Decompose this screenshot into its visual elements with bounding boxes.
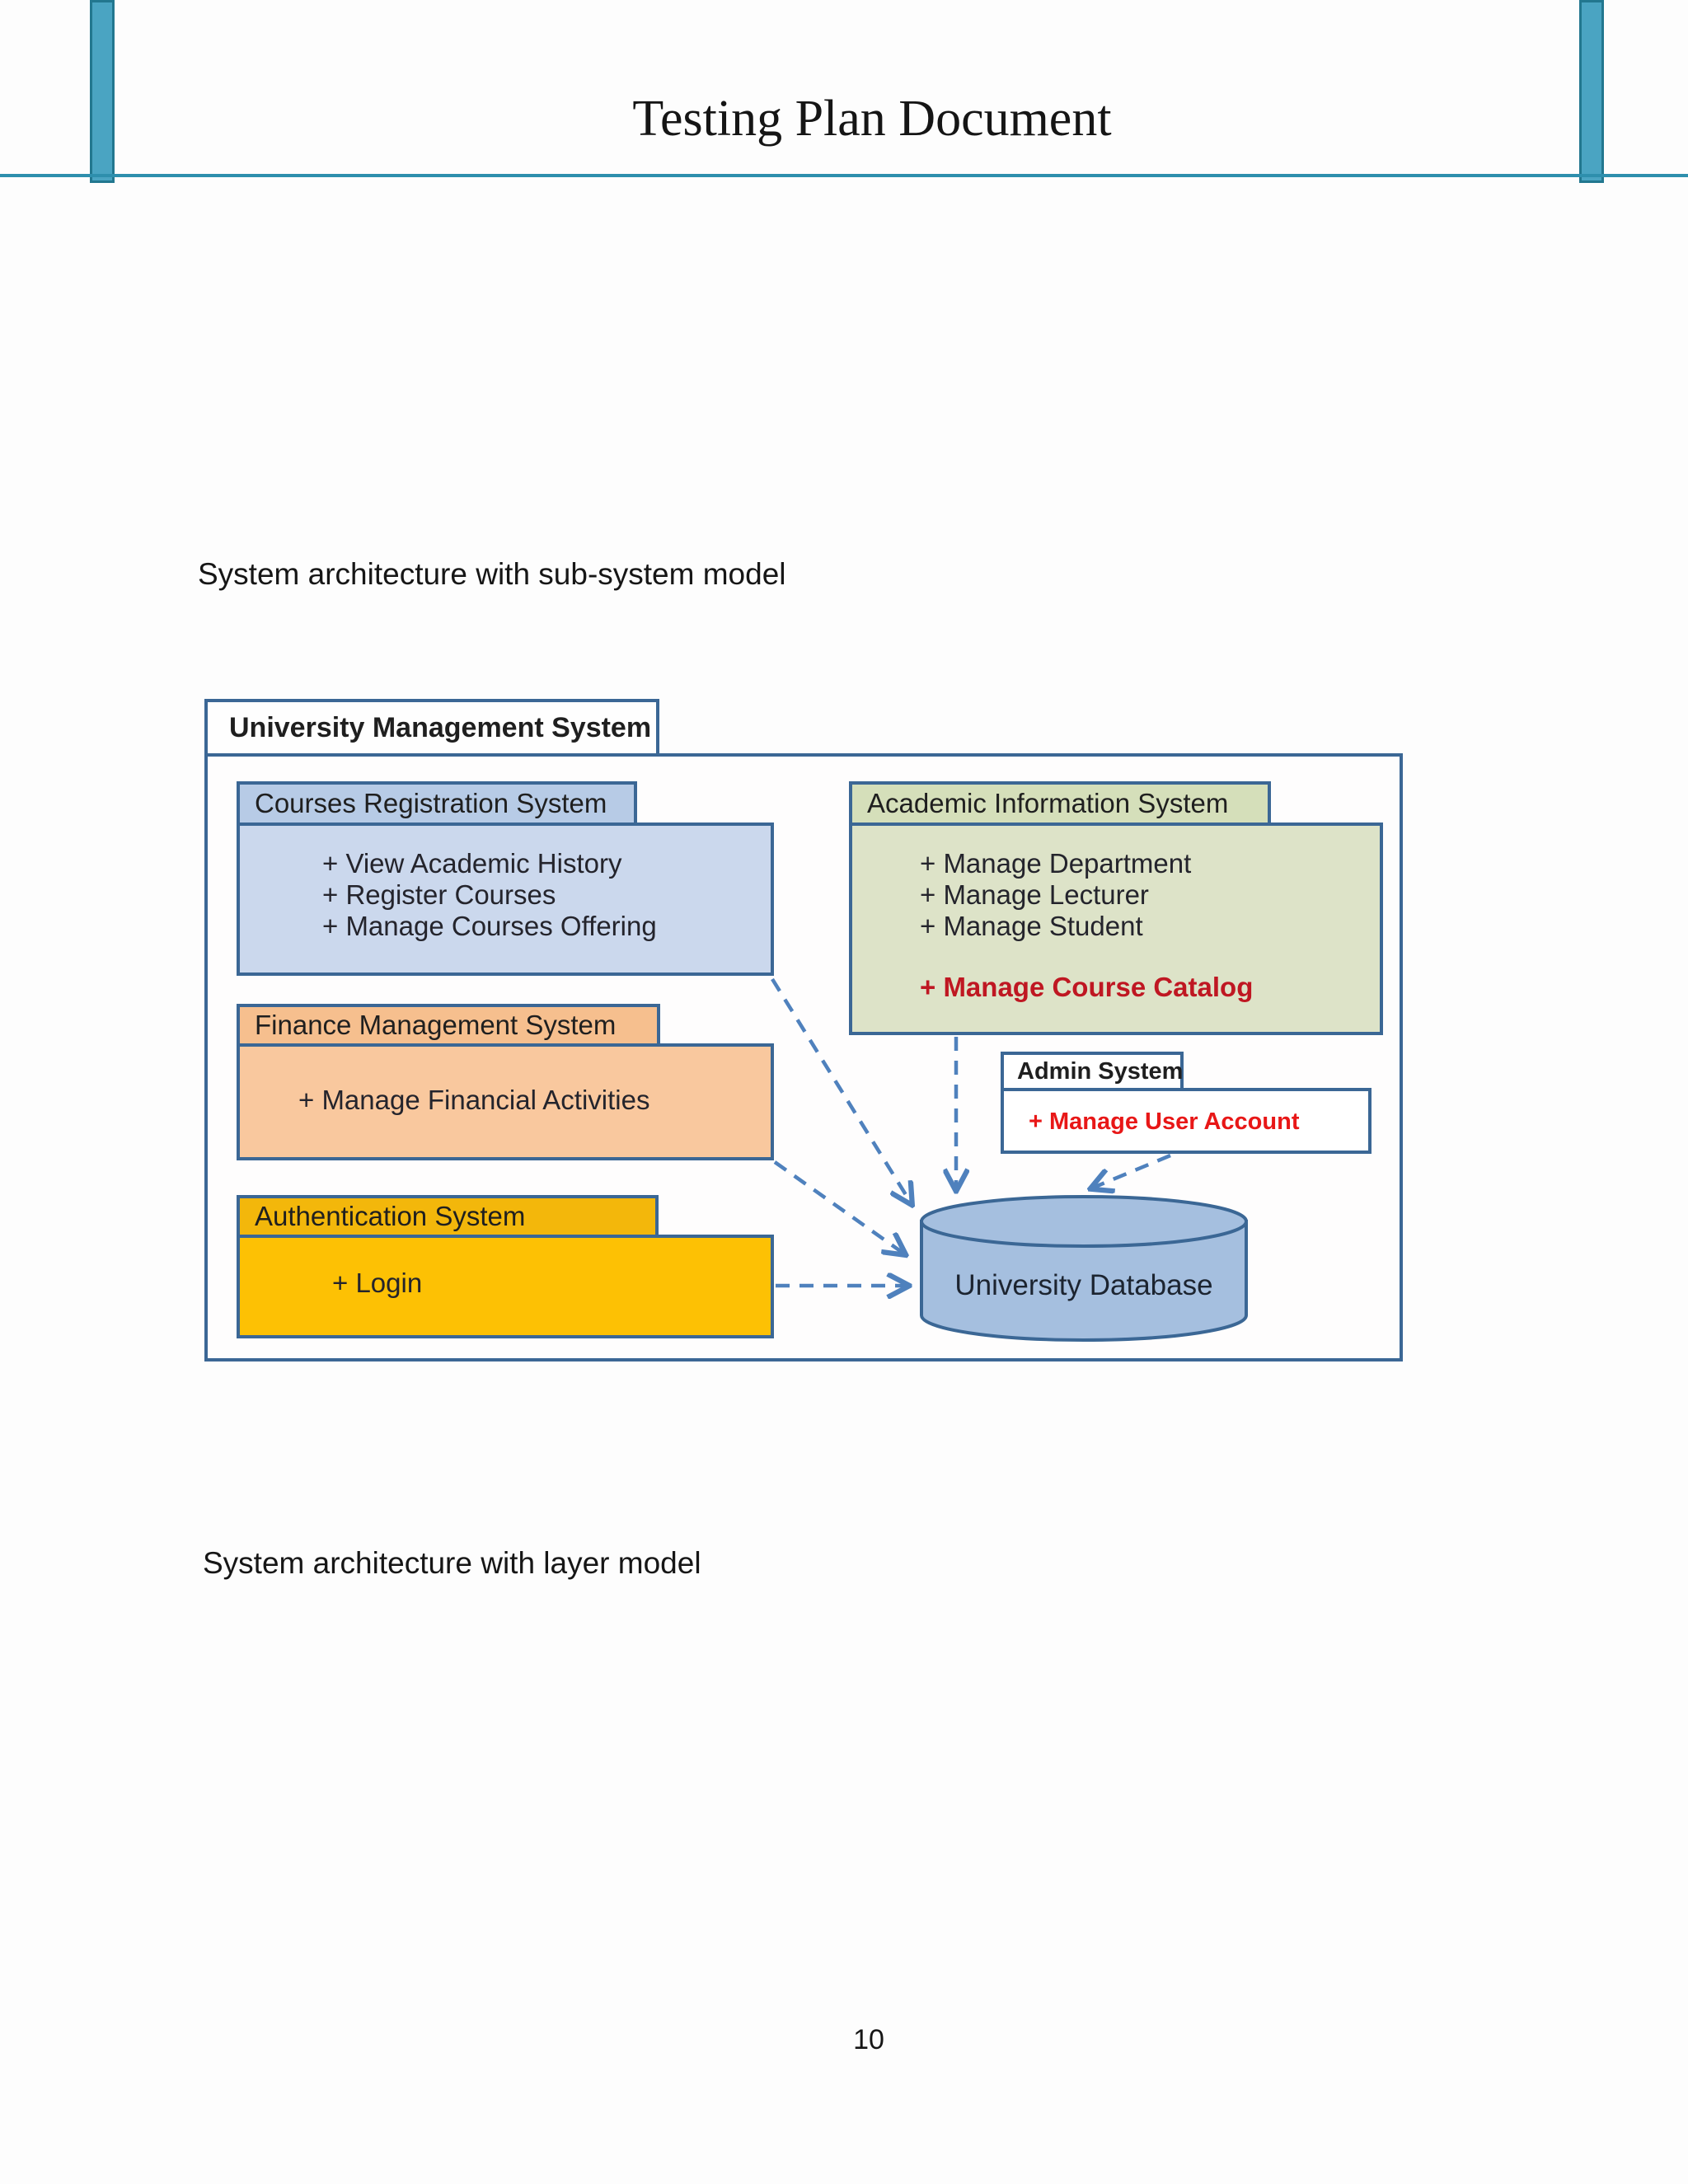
subsystem-body-courses-registration: + View Academic History + Register Cours… xyxy=(237,823,774,976)
page-number: 10 xyxy=(853,2024,884,2055)
subsystem-title: Admin System xyxy=(1017,1057,1184,1085)
subsystem-title: Academic Information System xyxy=(867,788,1229,818)
subsystem-header-academic-information: Academic Information System xyxy=(849,781,1271,823)
database-label: University Database xyxy=(954,1269,1213,1301)
subsystem-body-authentication: + Login xyxy=(237,1235,774,1338)
header-divider-line xyxy=(0,174,1688,177)
operation-item: + Manage Courses Offering xyxy=(322,911,657,941)
operation-item: + Manage Department xyxy=(920,848,1192,879)
package-tab-university-management-system: University Management System xyxy=(204,699,659,753)
subsystem-body-finance-management: + Manage Financial Activities xyxy=(237,1043,774,1160)
subsystem-title: Authentication System xyxy=(255,1201,526,1231)
operation-item: + Register Courses xyxy=(322,879,556,910)
operation-item: + Manage Financial Activities xyxy=(298,1085,650,1115)
left-accent-bar xyxy=(90,0,115,183)
operation-item-highlighted: + Manage Course Catalog xyxy=(920,972,1254,1002)
subsystem-header-finance-management: Finance Management System xyxy=(237,1004,660,1043)
subsystem-title: Finance Management System xyxy=(255,1010,617,1040)
caption-subsystem-model: System architecture with sub-system mode… xyxy=(198,557,786,591)
subsystem-header-authentication: Authentication System xyxy=(237,1195,659,1235)
caption-layer-model: System architecture with layer model xyxy=(203,1546,701,1580)
document-title: Testing Plan Document xyxy=(632,91,1112,147)
right-accent-bar xyxy=(1579,0,1604,183)
package-title: University Management System xyxy=(229,711,652,743)
subsystem-body-admin-system: + Manage User Account xyxy=(1001,1088,1372,1154)
operation-item: + Manage Lecturer xyxy=(920,879,1149,910)
operation-item: + Login xyxy=(332,1268,423,1298)
subsystem-title: Courses Registration System xyxy=(255,788,607,818)
subsystem-body-academic-information: + Manage Department + Manage Lecturer + … xyxy=(849,823,1383,1035)
operation-item-highlighted: + Manage User Account xyxy=(1029,1108,1300,1135)
subsystem-header-courses-registration: Courses Registration System xyxy=(237,781,637,823)
subsystem-header-admin-system: Admin System xyxy=(1001,1052,1184,1088)
operation-item: + View Academic History xyxy=(322,848,622,879)
operation-item: + Manage Student xyxy=(920,911,1143,941)
